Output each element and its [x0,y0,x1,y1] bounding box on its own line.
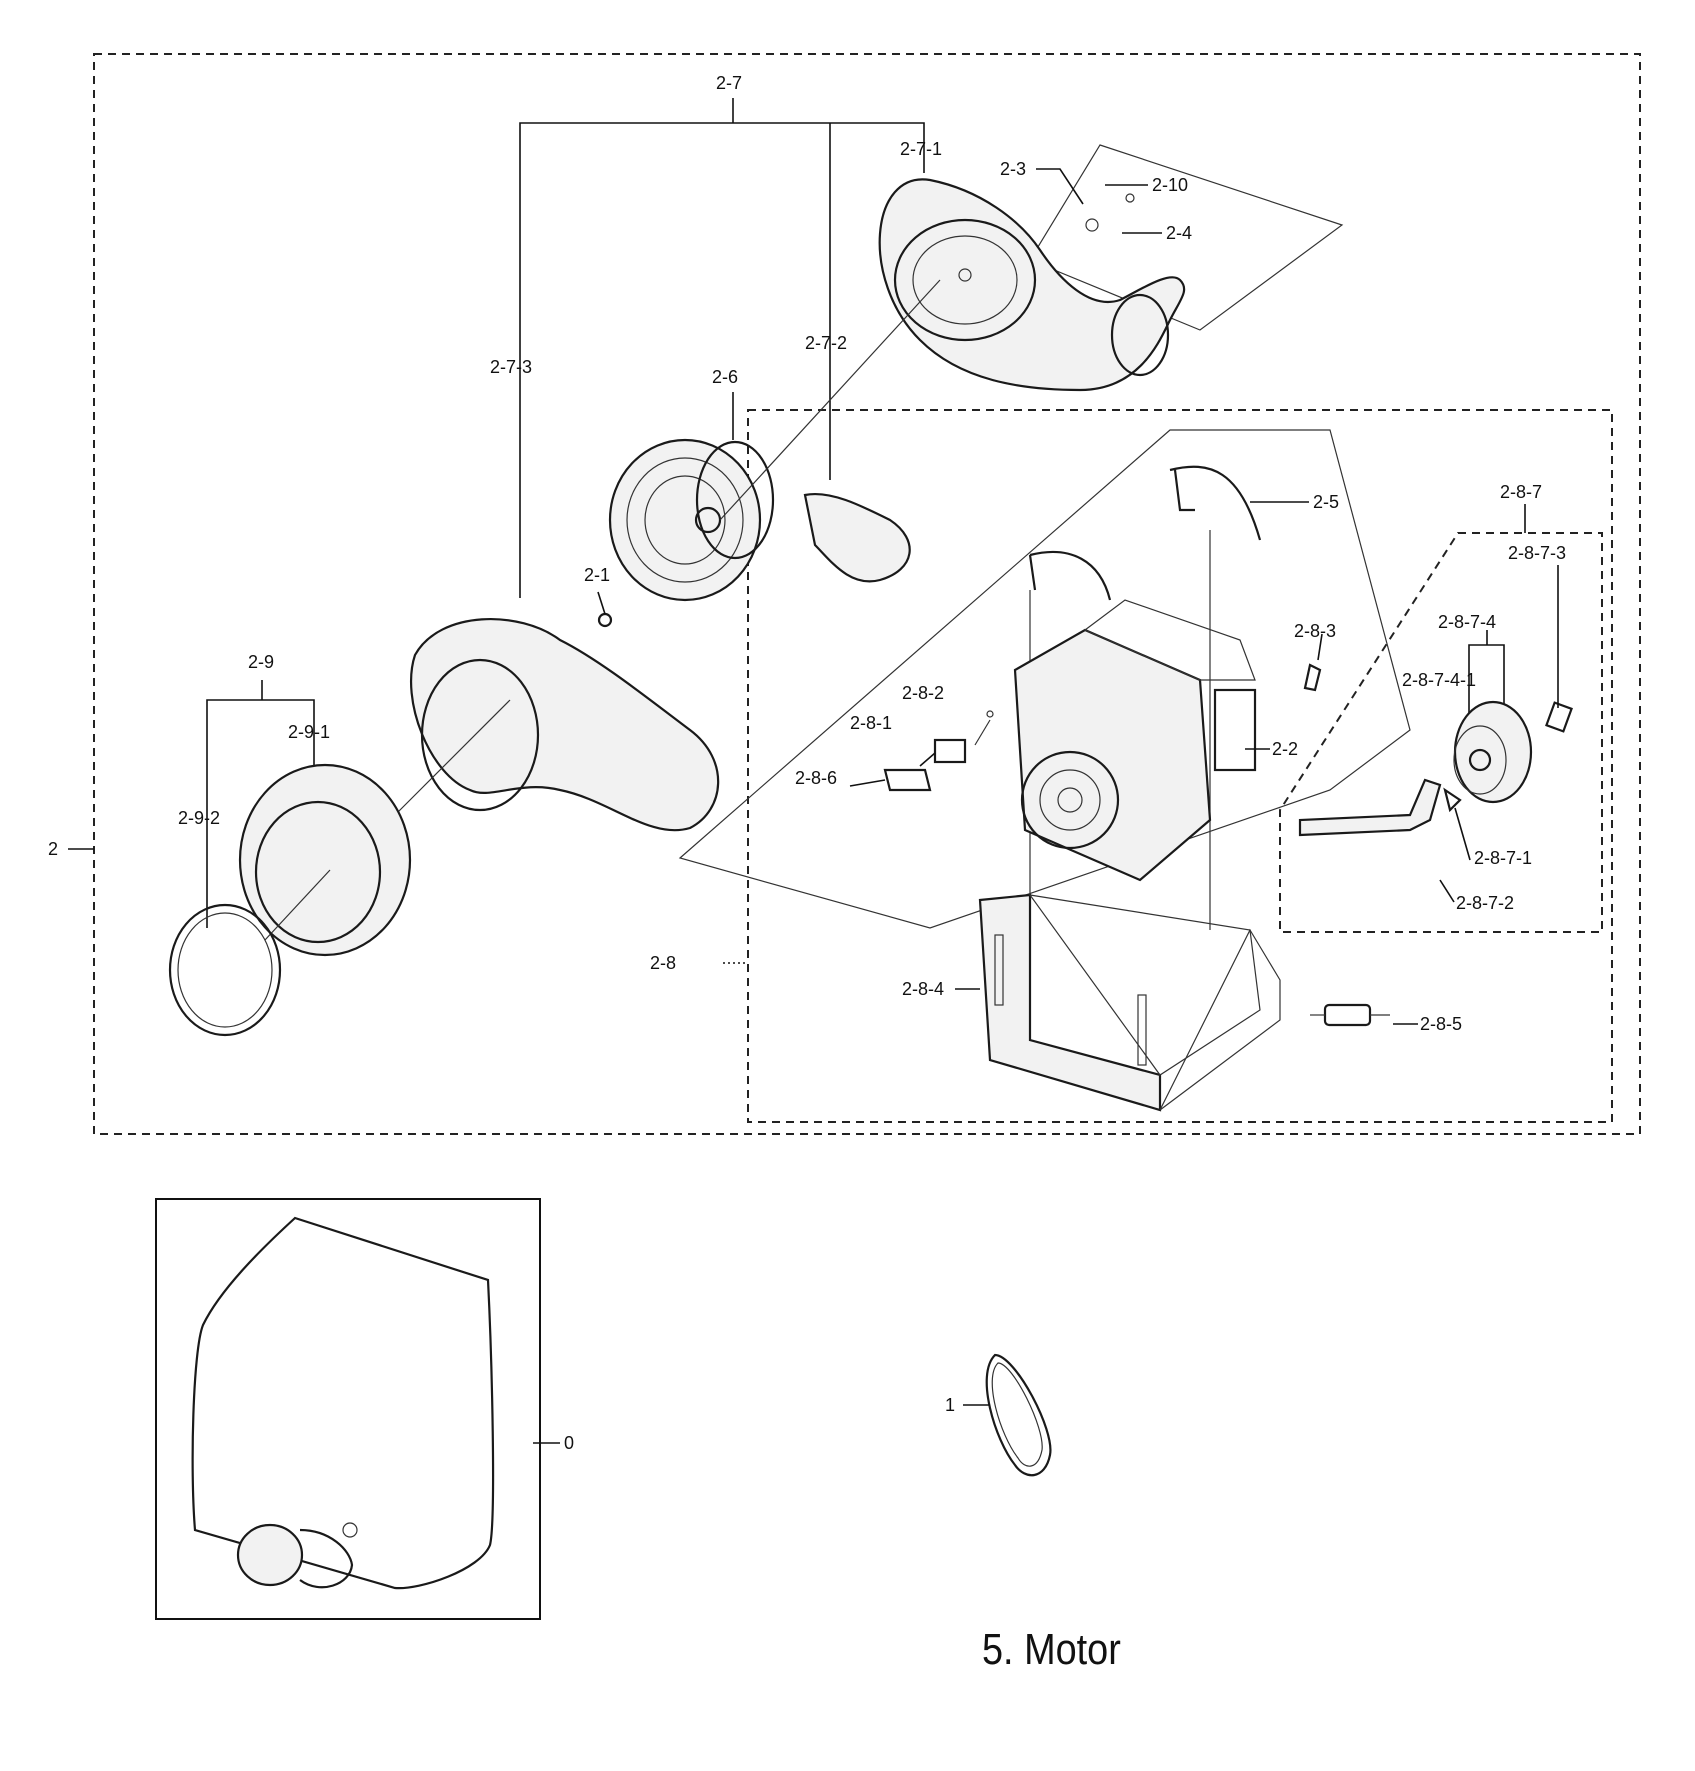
callout-2-9-2: 2-9-2 [178,808,221,828]
callout-2-8-7: 2-8-7 [1500,482,1543,502]
mounting-plane [678,429,1411,929]
callout-2-8-7-1: 2-8-7-1 [1474,848,1533,868]
part-0-sheet [191,1216,495,1590]
callout-2-8-1: 2-8-1 [850,713,893,733]
part-motor-mount [978,893,1281,1112]
callout-2-1: 2-1 [584,565,611,585]
callout-2-2: 2-2 [1272,739,1299,759]
callout-2-9: 2-9 [248,652,275,672]
part-gasket [168,903,282,1037]
callout-2-7-1: 2-7-1 [900,139,943,159]
callout-2-8-4: 2-8-4 [902,979,945,999]
part-0-motor-icon [236,1522,358,1589]
callout-2-8-5: 2-8-5 [1420,1014,1463,1034]
callout-2-8-6: 2-8-6 [795,768,838,788]
bracket-2-7 [519,98,925,598]
part-blower-housing-back [878,144,1344,392]
part-bolt [1303,663,1322,692]
part-0-frame [155,1198,541,1620]
callout-2-7-3: 2-7-3 [490,357,533,377]
callout-2-8-2: 2-8-2 [902,683,945,703]
callout-leaders [68,168,1559,1444]
part-spring [1310,1003,1390,1027]
assembly-2-boundary [93,53,1641,1135]
part-switch [883,710,994,792]
part-motor [1013,599,1257,882]
part-nut [597,612,613,628]
part-belt [985,1353,1052,1477]
assembly-2-8-boundary [747,409,1613,1123]
callout-2-4: 2-4 [1166,223,1193,243]
part-front-bracket [238,763,412,957]
callout-2-8-7-4: 2-8-7-4 [1438,612,1497,632]
page-title: 5. Motor [982,1625,1121,1674]
callout-0: 0 [564,1433,575,1453]
callout-1: 1 [945,1395,956,1415]
callout-2-8-7-3: 2-8-7-3 [1508,543,1567,563]
callout-2-5: 2-5 [1313,492,1340,512]
callout-2-9-1: 2-9-1 [288,722,331,742]
callout-2-6: 2-6 [712,367,739,387]
assembly-2-8-7-boundary [1279,532,1603,933]
callout-2-7: 2-7 [716,73,743,93]
part-duct [803,492,911,583]
callout-2-3: 2-3 [1000,159,1027,179]
bracket-2-9 [206,680,315,928]
callout-2-8: 2-8 [650,953,677,973]
callout-2-8-3: 2-8-3 [1294,621,1337,641]
callout-2-8-7-4-1: 2-8-7-4-1 [1402,670,1477,690]
callout-2-7-2: 2-7-2 [805,333,848,353]
part-idler-assembly [1298,700,1573,837]
callout-2-8-7-2: 2-8-7-2 [1456,893,1515,913]
callout-2: 2 [48,839,59,859]
part-blower-housing-front [394,618,720,832]
callout-2-10: 2-10 [1152,175,1189,195]
part-blower-fan [608,279,941,602]
